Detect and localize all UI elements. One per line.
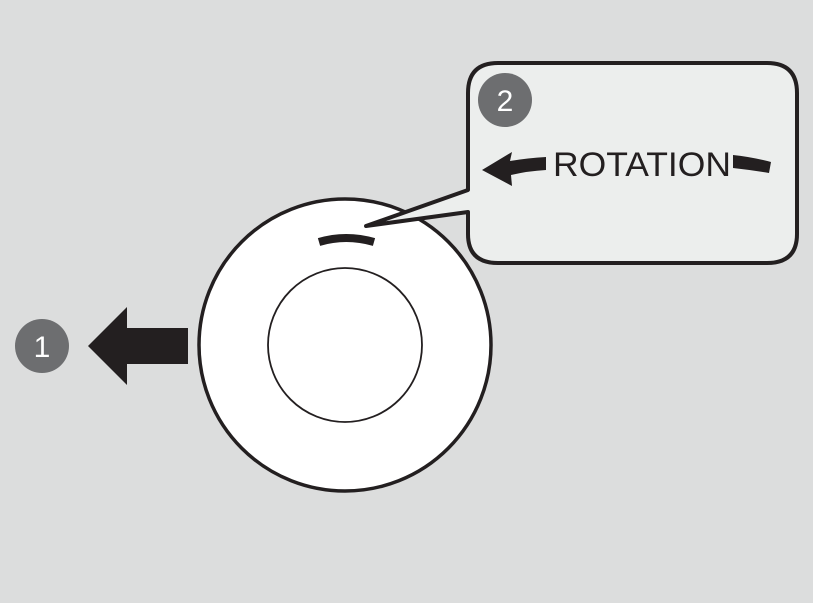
rotation-arrow-head [482,152,546,186]
step2-callout: 2 ROTATION [364,61,799,265]
step1-badge [15,319,69,373]
knob-indicator-mark [317,234,376,246]
step1-number: 1 [34,331,51,364]
curved-arrow-left-icon [482,152,771,186]
control-knob [197,197,493,493]
rotation-label: ROTATION [553,146,731,184]
step1-group: 1 [15,307,188,385]
callout-bubble [364,61,799,265]
rotation-arrow-tail [733,155,771,173]
arrow-left-icon [88,307,188,385]
step2-number: 2 [497,85,514,118]
knob-inner-cap [267,267,423,423]
step2-badge [478,73,532,127]
